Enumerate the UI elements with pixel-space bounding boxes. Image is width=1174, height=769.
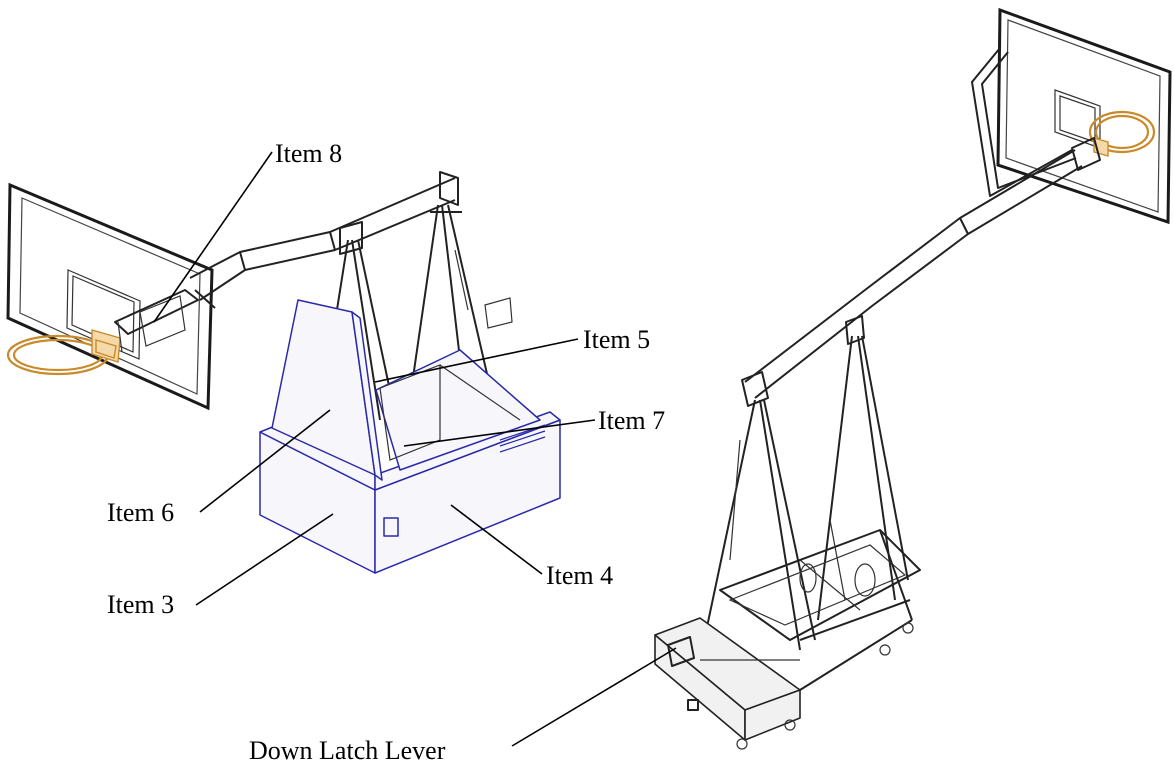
label-item6: Item 6 <box>107 498 174 527</box>
label-down-latch-lever: Down Latch Lever <box>249 736 446 765</box>
right-boom-arm <box>741 149 1083 407</box>
left-rim <box>6 329 121 376</box>
right-backboard <box>996 7 1172 225</box>
leader-down-latch-lever <box>511 647 677 747</box>
leader-lines <box>153 151 677 747</box>
label-item8: Item 8 <box>275 139 342 168</box>
leader-item3 <box>195 513 334 606</box>
leader-item5 <box>374 338 579 383</box>
right-basketball-unit <box>654 7 1172 750</box>
callout-labels: Item 8 Item 5 Item 7 Item 6 Item 3 Item … <box>107 139 665 765</box>
leader-item7 <box>403 419 596 447</box>
leader-item8 <box>153 151 273 323</box>
leader-item4 <box>450 504 543 575</box>
label-item7: Item 7 <box>598 406 665 435</box>
left-backboard <box>6 182 214 411</box>
label-item5: Item 5 <box>583 325 650 354</box>
left-basketball-unit <box>6 171 561 574</box>
leader-item6 <box>199 409 331 513</box>
left-boom-arm <box>114 171 459 353</box>
left-ballast-box <box>259 297 561 574</box>
label-item4: Item 4 <box>546 561 613 590</box>
label-item3: Item 3 <box>107 590 174 619</box>
right-a-frame <box>699 315 921 691</box>
right-base <box>654 617 914 750</box>
